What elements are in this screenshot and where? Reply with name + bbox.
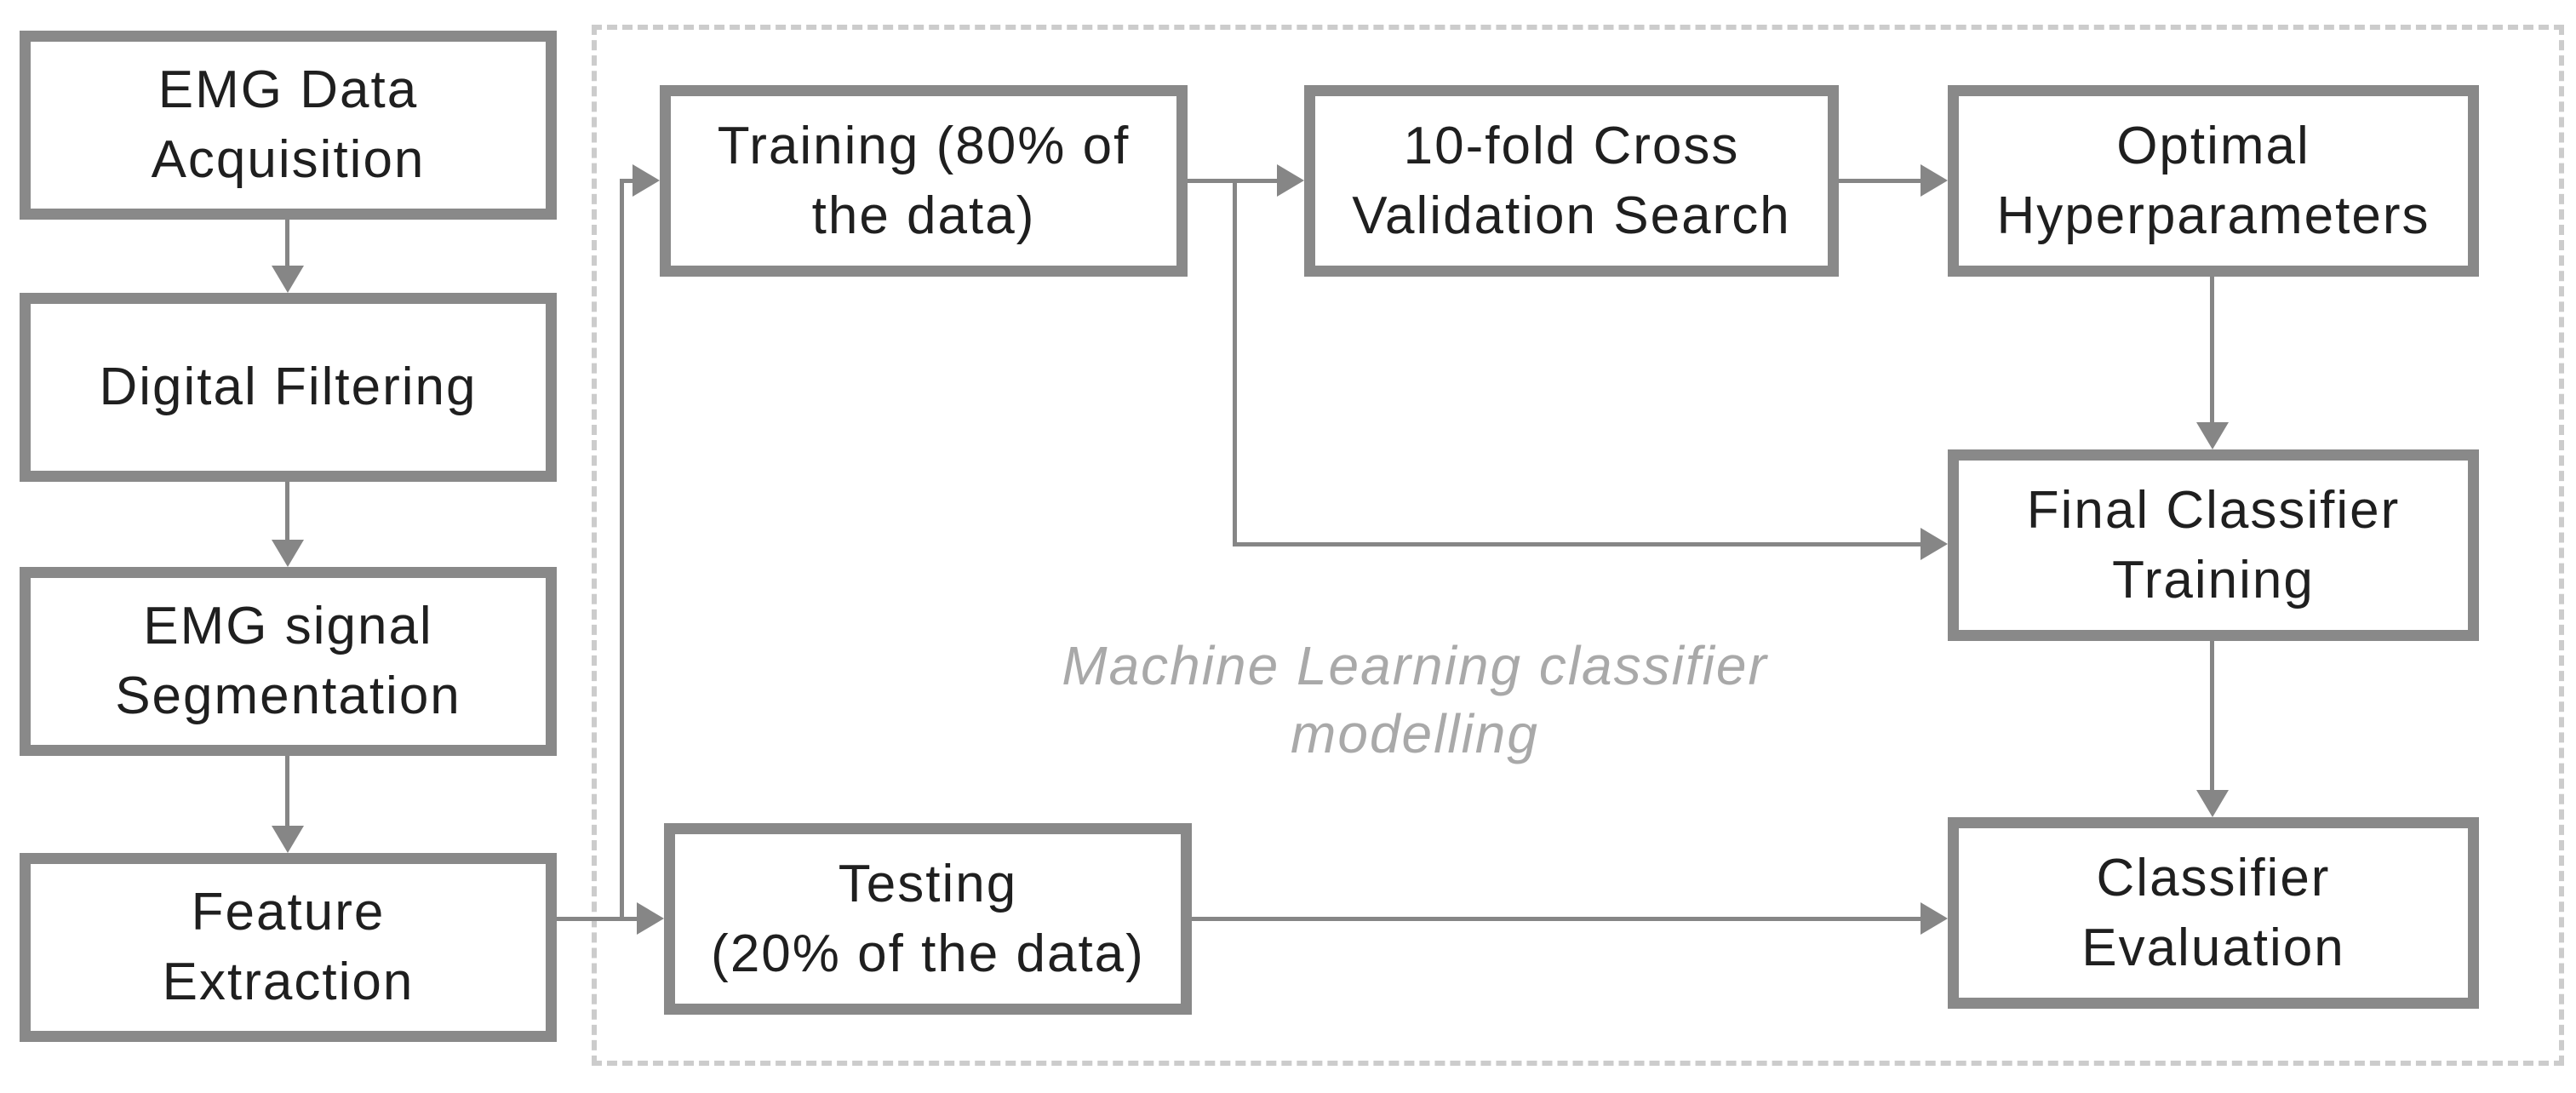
- node-optimal-hyperparameters: Optimal Hyperparameters: [1948, 85, 2479, 277]
- node-feature-extraction: Feature Extraction: [20, 853, 557, 1042]
- node-cross-validation: 10-fold Cross Validation Search: [1304, 85, 1839, 277]
- node-final-classifier-training: Final Classifier Training: [1948, 449, 2479, 641]
- ml-modelling-label: Machine Learning classifier modelling: [1062, 635, 1768, 764]
- node-emg-signal-segmentation: EMG signal Segmentation: [20, 567, 557, 756]
- node-testing: Testing (20% of the data): [664, 823, 1192, 1015]
- node-classifier-evaluation: Classifier Evaluation: [1948, 817, 2479, 1009]
- node-training: Training (80% of the data): [660, 85, 1188, 277]
- node-emg-data-acquisition: EMG Data Acquisition: [20, 31, 557, 220]
- node-digital-filtering: Digital Filtering: [20, 293, 557, 482]
- ml-modelling-container: [592, 25, 2564, 1066]
